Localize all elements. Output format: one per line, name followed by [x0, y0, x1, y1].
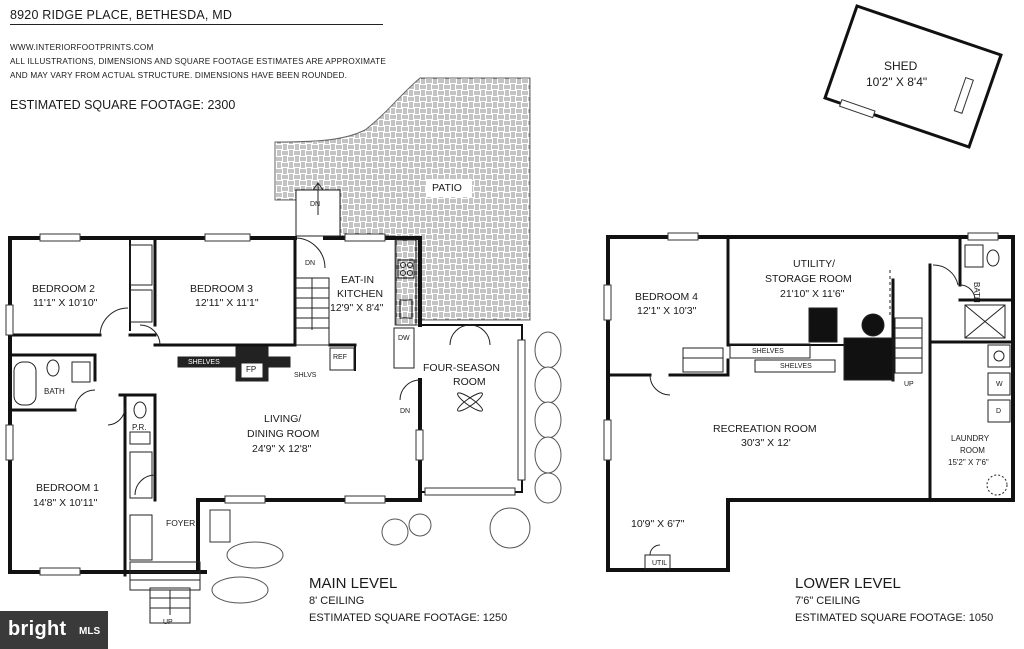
lower-level-sqft: ESTIMATED SQUARE FOOTAGE: 1050 [795, 612, 994, 624]
powder-room-label: P.R. [132, 423, 147, 432]
four-season-label-1: FOUR-SEASON [423, 362, 501, 374]
kitchen-dims: 12'9" X 8'4" [330, 302, 384, 314]
main-level-windows [5, 233, 526, 576]
laundry-label-2: ROOM [960, 446, 985, 455]
bedroom3-dims: 12'11" X 11'1" [195, 297, 259, 309]
dryer-label: D [996, 408, 1002, 415]
main-level-sqft: ESTIMATED SQUARE FOOTAGE: 1250 [309, 612, 508, 624]
bright-mls-logo [0, 611, 108, 649]
dishwasher-label: DW [398, 335, 410, 342]
total-square-footage: ESTIMATED SQUARE FOOTAGE: 2300 [10, 98, 236, 112]
living-label-2: DINING ROOM [247, 428, 320, 440]
bright-logo-suffix: MLS [79, 626, 101, 637]
bedroom1-label: BEDROOM 1 [36, 482, 100, 494]
lower-shelves-2-label: SHELVES [780, 363, 812, 370]
alcove-dims: 10'9" X 6'7" [631, 518, 685, 530]
landscaping-shrubs [211, 331, 562, 604]
shlvs-label: SHLVS [294, 372, 317, 379]
bedroom1-dims: 14'8" X 10'11" [33, 497, 98, 509]
lower-bath-label: BATH [972, 282, 981, 303]
header-divider [10, 24, 383, 25]
up-entry-label: UP [163, 619, 173, 626]
lower-up-label: UP [904, 381, 914, 388]
foyer-label: FOYER [166, 518, 196, 528]
utility-dims: 21'10" X 11'6" [780, 288, 845, 300]
laundry-dims: 15'2" X 7'6" [948, 458, 989, 467]
shed-dims: 10'2" X 8'4" [866, 75, 928, 89]
lower-level-title: LOWER LEVEL [795, 575, 901, 592]
dn-stair-label: DN [305, 260, 316, 267]
bedroom2-label: BEDROOM 2 [32, 283, 96, 295]
main-level-title: MAIN LEVEL [309, 575, 398, 592]
kitchen-label-1: EAT-IN [341, 274, 375, 286]
kitchen-label-2: KITCHEN [337, 288, 384, 300]
property-address: 8920 RIDGE PLACE, BETHESDA, MD [10, 8, 233, 22]
disclaimer-line-1: ALL ILLUSTRATIONS, DIMENSIONS AND SQUARE… [10, 57, 387, 66]
bedroom2-dims: 11'1" X 10'10" [33, 297, 98, 309]
living-dims: 24'9" X 12'8" [252, 443, 312, 455]
patio-area [274, 77, 531, 326]
shed-outline [823, 4, 1003, 149]
util-closet-label: UTIL [652, 560, 668, 567]
main-level-ceiling: 8' CEILING [309, 595, 365, 607]
utility-label-1: UTILITY/ [793, 258, 836, 270]
laundry-label-1: LAUNDRY [951, 434, 990, 443]
lower-level-ceiling: 7'6" CEILING [795, 595, 861, 607]
lower-shelves-1-label: SHELVES [752, 348, 784, 355]
bath-label: BATH [44, 387, 65, 396]
utility-label-2: STORAGE ROOM [765, 273, 852, 285]
shelves-label: SHELVES [188, 359, 220, 366]
main-level-fixtures [13, 182, 491, 624]
patio-label: PATIO [432, 182, 462, 194]
website-link[interactable]: WWW.INTERIORFOOTPRINTS.COM [10, 43, 154, 52]
recreation-dims: 30'3" X 12' [741, 437, 791, 449]
fireplace-label: FP [246, 365, 257, 374]
lower-level-fixtures [644, 244, 1011, 570]
washer-label: W [996, 381, 1003, 388]
bright-logo-text: bright [8, 618, 67, 640]
lower-level-windows [603, 232, 999, 461]
four-season-label-2: ROOM [453, 376, 486, 388]
dn-patio-label: DN [310, 201, 321, 208]
bedroom4-dims: 12'1" X 10'3" [637, 305, 697, 317]
refrigerator-label: REF [333, 354, 347, 361]
bedroom4-label: BEDROOM 4 [635, 291, 699, 303]
recreation-label: RECREATION ROOM [713, 423, 817, 435]
bedroom3-label: BEDROOM 3 [190, 283, 254, 295]
disclaimer-line-2: AND MAY VARY FROM ACTUAL STRUCTURE. DIME… [10, 71, 348, 80]
dn-four-season-label: DN [400, 408, 411, 415]
shed-label: SHED [884, 59, 918, 73]
living-label-1: LIVING/ [264, 413, 302, 425]
